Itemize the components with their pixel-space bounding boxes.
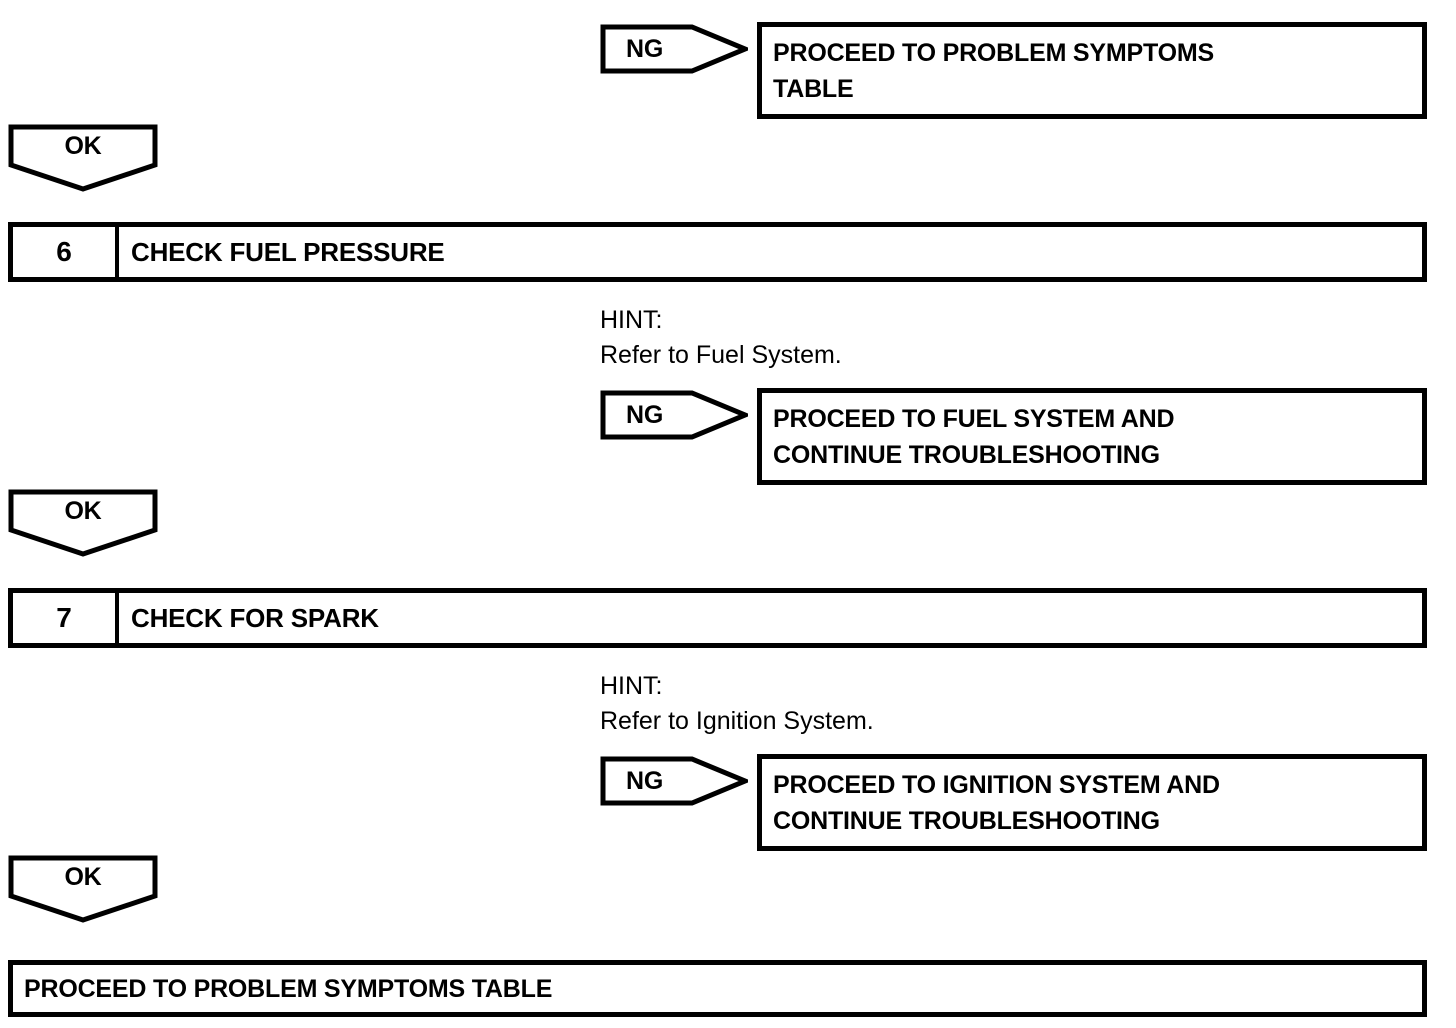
result-box-line-2: CONTINUE TROUBLESHOOTING [773, 440, 1160, 469]
ok-arrow-icon [8, 489, 158, 557]
ok-connector-1: OK [8, 124, 158, 192]
result-box-line-1: PROCEED TO PROBLEM SYMPTOMS TABLE [24, 974, 553, 1003]
ok-connector-1-label: OK [64, 132, 102, 160]
hint-block-7: HINT: Refer to Ignition System. [600, 669, 874, 739]
ng-connector-2-label: NG [626, 400, 664, 429]
result-box-line-2: TABLE [773, 74, 854, 103]
hint-text-6: Refer to Fuel System. [600, 341, 842, 369]
ng-arrow-icon [600, 24, 748, 74]
ok-connector-3: OK [8, 855, 158, 923]
result-box-line-1: PROCEED TO IGNITION SYSTEM AND [773, 770, 1220, 799]
ng-connector-2: NG [600, 390, 748, 440]
step-title-6: CHECK FUEL PRESSURE [131, 236, 445, 267]
result-box-fuel-system: PROCEED TO FUEL SYSTEM AND CONTINUE TROU… [757, 388, 1427, 485]
result-box-ignition-system: PROCEED TO IGNITION SYSTEM AND CONTINUE … [757, 754, 1427, 851]
step-title-7: CHECK FOR SPARK [131, 602, 379, 633]
hint-text-7: Refer to Ignition System. [600, 707, 874, 735]
ok-connector-2: OK [8, 489, 158, 557]
hint-label-7: HINT: [600, 672, 663, 700]
ok-arrow-icon [8, 855, 158, 923]
ng-arrow-icon [600, 756, 748, 806]
result-box-line-1: PROCEED TO PROBLEM SYMPTOMS [773, 38, 1214, 67]
ok-connector-2-label: OK [64, 497, 102, 525]
step-number-7: 7 [13, 593, 119, 643]
result-box-problem-symptoms-table-final: PROCEED TO PROBLEM SYMPTOMS TABLE [8, 960, 1427, 1017]
ng-arrow-icon [600, 390, 748, 440]
result-box-line-1: PROCEED TO FUEL SYSTEM AND [773, 404, 1175, 433]
ng-connector-1-label: NG [626, 34, 664, 63]
result-box-line-2: CONTINUE TROUBLESHOOTING [773, 806, 1160, 835]
hint-label-6: HINT: [600, 306, 663, 334]
step-header-6: 6 CHECK FUEL PRESSURE [8, 222, 1427, 282]
ok-arrow-icon [8, 124, 158, 192]
ng-connector-3-label: NG [626, 766, 664, 795]
step-number-6: 6 [13, 227, 119, 277]
hint-block-6: HINT: Refer to Fuel System. [600, 303, 842, 373]
ng-connector-1: NG [600, 24, 748, 74]
ok-connector-3-label: OK [64, 863, 102, 891]
ng-connector-3: NG [600, 756, 748, 806]
step-header-7: 7 CHECK FOR SPARK [8, 588, 1427, 648]
result-box-problem-symptoms-table-1: PROCEED TO PROBLEM SYMPTOMS TABLE [757, 22, 1427, 119]
